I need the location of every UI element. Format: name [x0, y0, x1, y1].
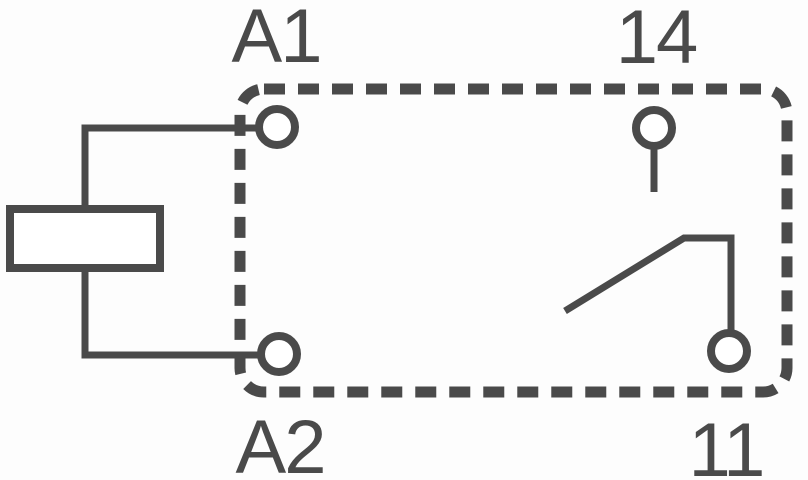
coil-wire-to-a1: [81, 124, 262, 209]
label-14: 14: [616, 0, 697, 80]
coil-wire-to-a2: [81, 268, 264, 359]
terminal-14-circle: [632, 106, 676, 150]
relay-body-outline: [234, 83, 793, 398]
label-a2: A2: [236, 405, 325, 480]
label-a1: A1: [232, 0, 321, 79]
coil-symbol: [6, 205, 164, 272]
terminal-a1-circle: [255, 105, 299, 149]
terminal-11-circle: [707, 329, 751, 373]
label-11: 11: [689, 408, 764, 480]
switch-blade: [563, 234, 735, 330]
terminal-a2-circle: [257, 332, 301, 376]
